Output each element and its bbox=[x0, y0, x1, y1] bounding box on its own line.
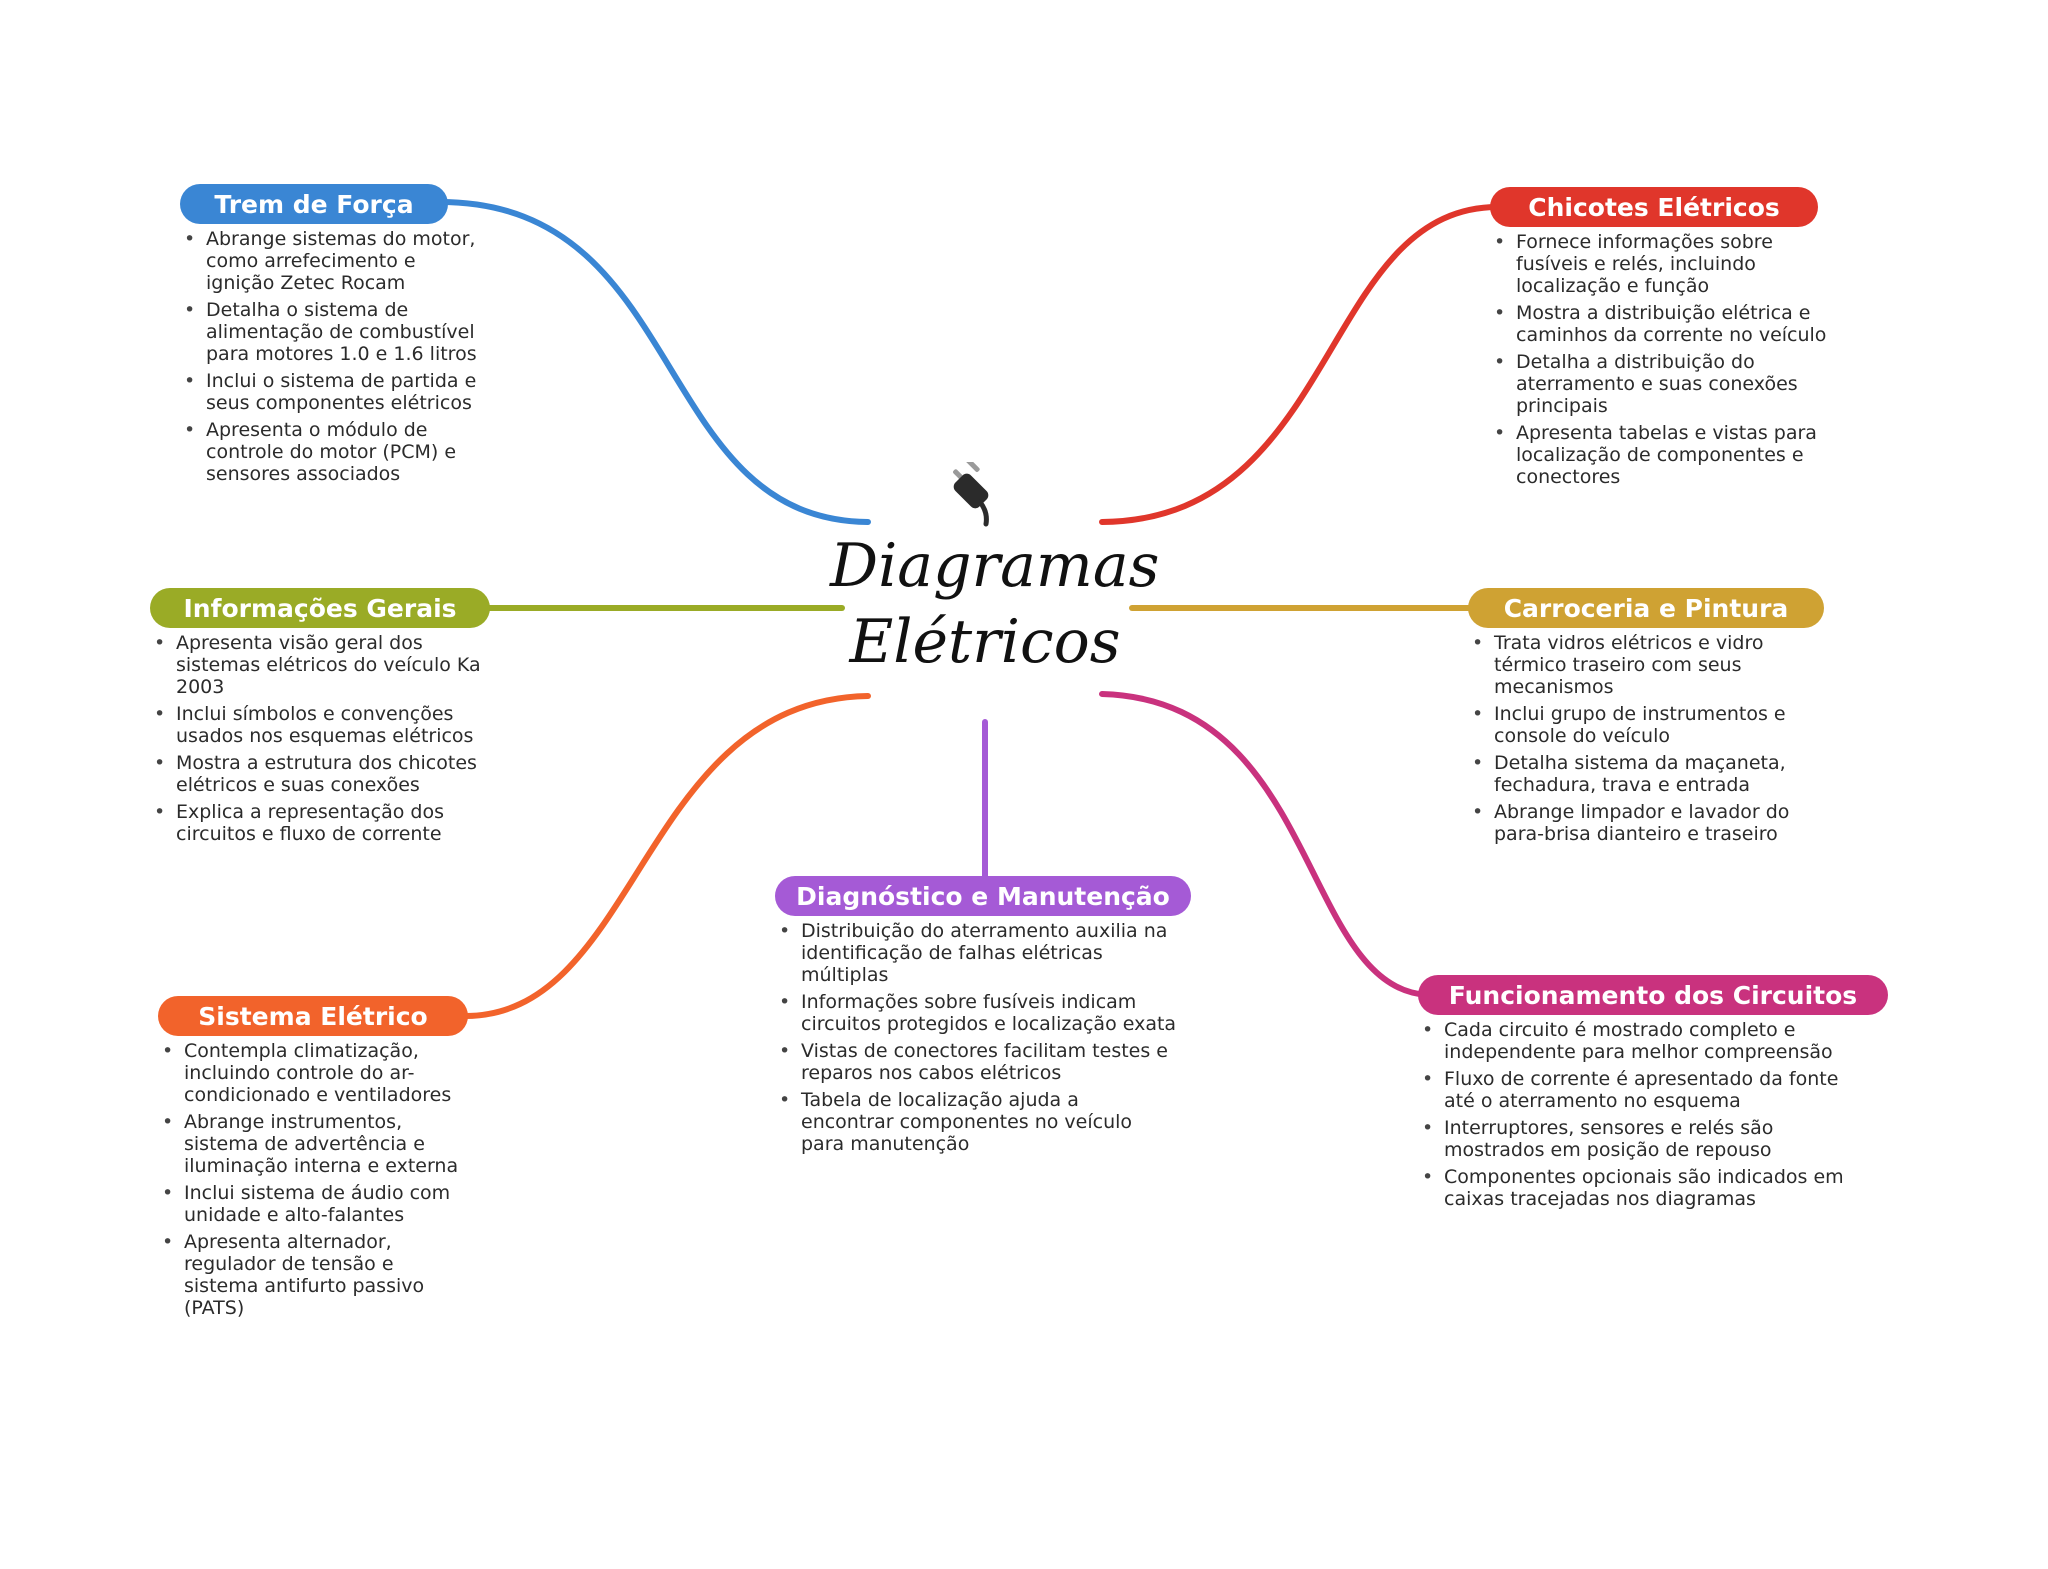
branch-items-chicotes: Fornece informações sobre fusíveis e rel… bbox=[1492, 231, 1827, 493]
connector-sistema bbox=[462, 693, 871, 1019]
central-topic: Diagramas Elétricos bbox=[830, 528, 1160, 680]
connector-trem bbox=[437, 199, 871, 525]
branch-title-diag[interactable]: Diagnóstico e Manutenção bbox=[775, 876, 1191, 916]
list-item: Abrange sistemas do motor, como arrefeci… bbox=[182, 228, 487, 294]
connector-func bbox=[1099, 691, 1431, 998]
branch-title-chicotes[interactable]: Chicotes Elétricos bbox=[1490, 187, 1818, 227]
list-item: Vistas de conectores facilitam testes e … bbox=[777, 1040, 1177, 1084]
list-item: Tabela de localização ajuda a encontrar … bbox=[777, 1089, 1177, 1155]
list-item: Abrange limpador e lavador do para-brisa… bbox=[1470, 801, 1815, 845]
list-item: Componentes opcionais são indicados em c… bbox=[1420, 1166, 1860, 1210]
branch-items-trem: Abrange sistemas do motor, como arrefeci… bbox=[182, 228, 487, 490]
plug-icon bbox=[953, 462, 989, 527]
list-item: Inclui símbolos e convenções usados nos … bbox=[152, 703, 497, 747]
list-item: Explica a representação dos circuitos e … bbox=[152, 801, 497, 845]
central-title-line2: Elétricos bbox=[849, 607, 1121, 677]
branch-title-carroceria[interactable]: Carroceria e Pintura bbox=[1468, 588, 1824, 628]
branch-items-func: Cada circuito é mostrado completo e inde… bbox=[1420, 1019, 1860, 1215]
branch-items-sistema: Contempla climatização, incluindo contro… bbox=[160, 1040, 460, 1324]
list-item: Trata vidros elétricos e vidro térmico t… bbox=[1470, 632, 1815, 698]
branch-title-info[interactable]: Informações Gerais bbox=[150, 588, 490, 628]
list-item: Apresenta o módulo de controle do motor … bbox=[182, 419, 487, 485]
branch-items-diag: Distribuição do aterramento auxilia na i… bbox=[777, 920, 1177, 1160]
list-item: Abrange instrumentos, sistema de advertê… bbox=[160, 1111, 460, 1177]
list-item: Distribuição do aterramento auxilia na i… bbox=[777, 920, 1177, 986]
list-item: Informações sobre fusíveis indicam circu… bbox=[777, 991, 1177, 1035]
list-item: Detalha o sistema de alimentação de comb… bbox=[182, 299, 487, 365]
list-item: Fornece informações sobre fusíveis e rel… bbox=[1492, 231, 1827, 297]
central-title-line1: Diagramas bbox=[830, 531, 1160, 601]
branch-title-sistema[interactable]: Sistema Elétrico bbox=[158, 996, 468, 1036]
branch-items-carroceria: Trata vidros elétricos e vidro térmico t… bbox=[1470, 632, 1815, 850]
connector-chicotes bbox=[1099, 204, 1501, 525]
branch-title-trem[interactable]: Trem de Força bbox=[180, 184, 448, 224]
list-item: Fluxo de corrente é apresentado da fonte… bbox=[1420, 1068, 1860, 1112]
branch-items-info: Apresenta visão geral dos sistemas elétr… bbox=[152, 632, 497, 850]
list-item: Apresenta alternador, regulador de tensã… bbox=[160, 1231, 460, 1319]
list-item: Inclui o sistema de partida e seus compo… bbox=[182, 370, 487, 414]
list-item: Detalha a distribuição do aterramento e … bbox=[1492, 351, 1827, 417]
list-item: Mostra a distribuição elétrica e caminho… bbox=[1492, 302, 1827, 346]
list-item: Detalha sistema da maçaneta, fechadura, … bbox=[1470, 752, 1815, 796]
list-item: Mostra a estrutura dos chicotes elétrico… bbox=[152, 752, 497, 796]
list-item: Inclui sistema de áudio com unidade e al… bbox=[160, 1182, 460, 1226]
list-item: Inclui grupo de instrumentos e console d… bbox=[1470, 703, 1815, 747]
list-item: Apresenta visão geral dos sistemas elétr… bbox=[152, 632, 497, 698]
list-item: Contempla climatização, incluindo contro… bbox=[160, 1040, 460, 1106]
list-item: Interruptores, sensores e relés são most… bbox=[1420, 1117, 1860, 1161]
branch-title-func[interactable]: Funcionamento dos Circuitos bbox=[1418, 975, 1888, 1015]
list-item: Cada circuito é mostrado completo e inde… bbox=[1420, 1019, 1860, 1063]
list-item: Apresenta tabelas e vistas para localiza… bbox=[1492, 422, 1827, 488]
